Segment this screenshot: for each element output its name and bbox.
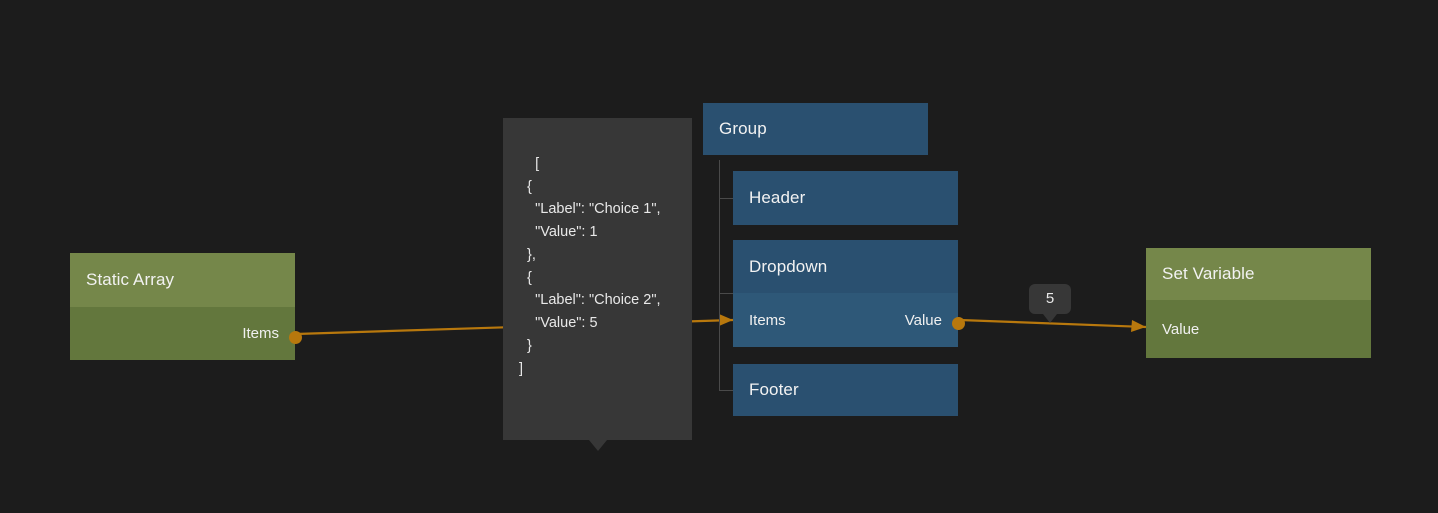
value-badge-tooltip-tail	[1043, 314, 1057, 323]
static-array-items-output-port[interactable]	[288, 331, 302, 344]
group-tree-trunk	[719, 160, 720, 390]
set-variable-value-row[interactable]: Value	[1146, 300, 1371, 358]
items-json-tooltip-tail	[589, 439, 607, 451]
set-variable-value-label: Value	[1162, 320, 1200, 338]
set-variable-title: Set Variable	[1146, 248, 1371, 300]
group-tree-branch-header	[719, 198, 734, 199]
value-badge-tooltip: 5	[1029, 284, 1071, 323]
value-badge-text: 5	[1045, 290, 1055, 307]
node-header-element[interactable]: Header	[733, 171, 958, 225]
node-set-variable[interactable]: Set Variable Value	[1146, 248, 1371, 358]
node-dropdown[interactable]: Dropdown Items Value	[733, 240, 965, 347]
node-group[interactable]: Group	[703, 103, 928, 155]
edge-arrowhead-dropdown-items	[719, 314, 733, 326]
dropdown-value-output-port[interactable]	[951, 317, 965, 330]
group-title: Group	[703, 103, 928, 155]
group-tree-branch-footer	[719, 390, 734, 391]
items-json-tooltip: [ { "Label": "Choice 1", "Value": 1 }, {…	[503, 118, 692, 451]
static-array-title: Static Array	[70, 253, 295, 307]
items-json-text: [ { "Label": "Choice 1", "Value": 1 }, {…	[519, 155, 661, 377]
dropdown-items-label: Items	[749, 311, 786, 329]
static-array-items-label: Items	[242, 325, 279, 342]
header-element-title: Header	[733, 171, 958, 225]
dropdown-value-label: Value	[904, 311, 942, 329]
static-array-items-row[interactable]: Items	[70, 307, 302, 360]
edge-arrowhead-setvariable-value	[1131, 320, 1146, 332]
footer-element-title: Footer	[733, 364, 958, 416]
node-footer-element[interactable]: Footer	[733, 364, 958, 416]
dropdown-title: Dropdown	[733, 240, 958, 293]
node-static-array[interactable]: Static Array Items	[70, 253, 302, 360]
dropdown-ports-row[interactable]: Items Value	[733, 293, 965, 347]
group-tree-branch-dropdown	[719, 293, 734, 294]
